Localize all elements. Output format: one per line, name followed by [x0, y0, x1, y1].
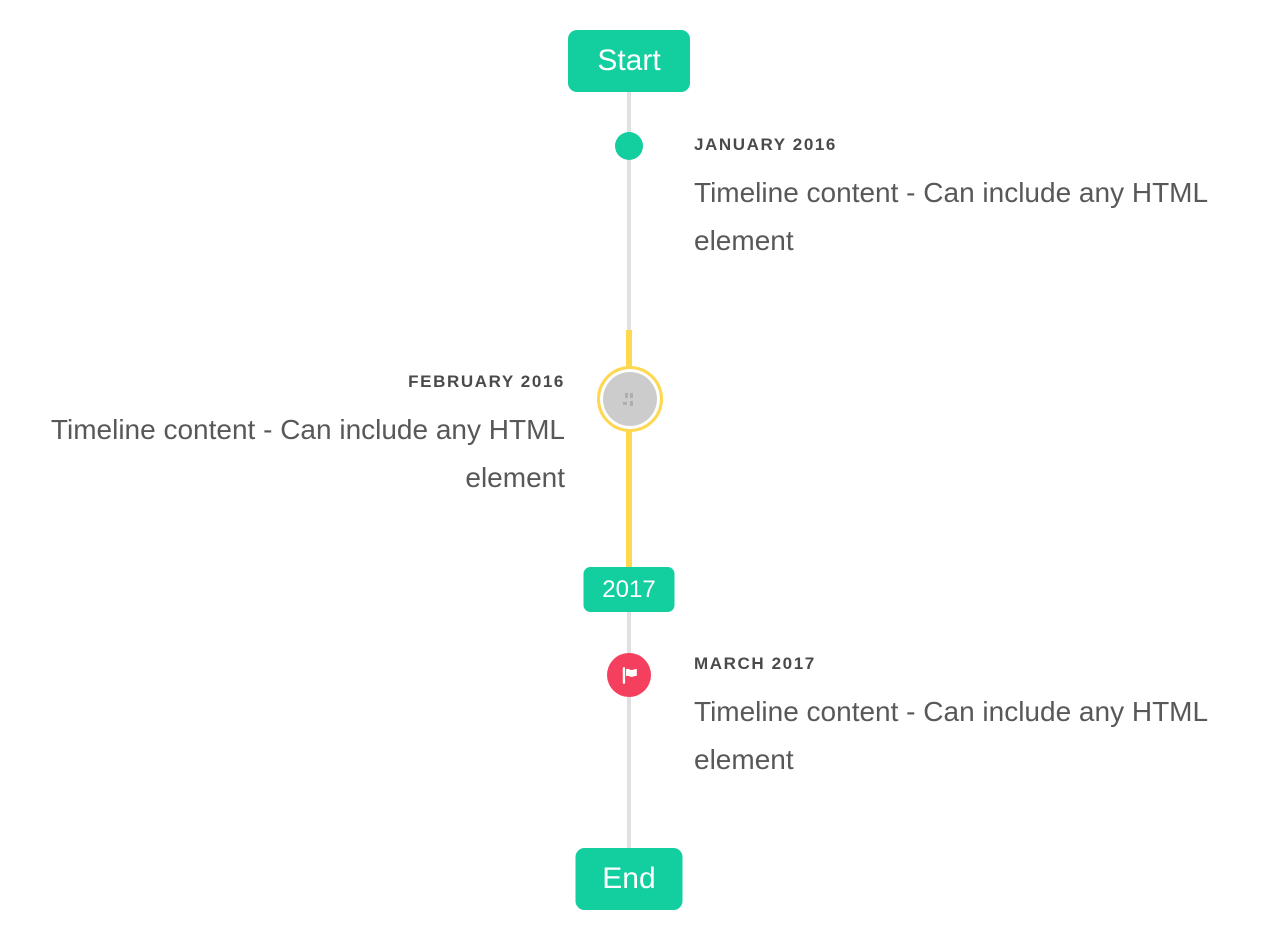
item-date-label: FEBRUARY 2016 [408, 372, 565, 391]
item-content-text: Timeline content - Can include any HTML … [694, 177, 1208, 256]
timeline-line-highlighted-segment [626, 330, 632, 568]
timeline-item-february: FEBRUARY 2016 Timeline content - Can inc… [35, 372, 565, 502]
timeline-marker-flag-march[interactable] [607, 653, 651, 697]
timeline-marker-dot-january[interactable] [615, 132, 643, 160]
timeline-end-badge: End [575, 848, 683, 910]
item-date-label: MARCH 2017 [694, 654, 816, 673]
timeline-year-badge: 2017 [583, 567, 675, 612]
item-date-label: JANUARY 2016 [694, 135, 837, 154]
broken-image-icon [622, 392, 638, 406]
item-content-text: Timeline content - Can include any HTML … [50, 414, 565, 493]
timeline-item-march: MARCH 2017 Timeline content - Can includ… [694, 654, 1224, 784]
timeline-marker-image-february[interactable] [597, 366, 663, 432]
flag-icon [622, 666, 637, 684]
timeline-start-badge: Start [568, 30, 690, 92]
timeline-item-january: JANUARY 2016 Timeline content - Can incl… [694, 135, 1224, 265]
item-content-text: Timeline content - Can include any HTML … [694, 696, 1208, 775]
